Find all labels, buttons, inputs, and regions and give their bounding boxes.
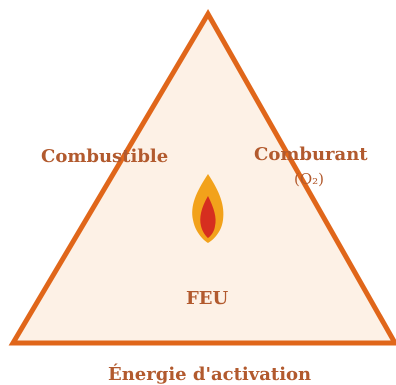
flame-inner (200, 196, 216, 238)
fire-triangle (8, 9, 396, 346)
fuel-label: Combustible (41, 146, 169, 167)
oxidizer-label: Comburant (254, 144, 368, 165)
activation-energy-label: Énergie d'activation (108, 364, 312, 385)
oxygen-formula-label: (O₂) (294, 170, 325, 188)
flame-icon (192, 174, 224, 243)
fire-label: FEU (186, 288, 229, 309)
